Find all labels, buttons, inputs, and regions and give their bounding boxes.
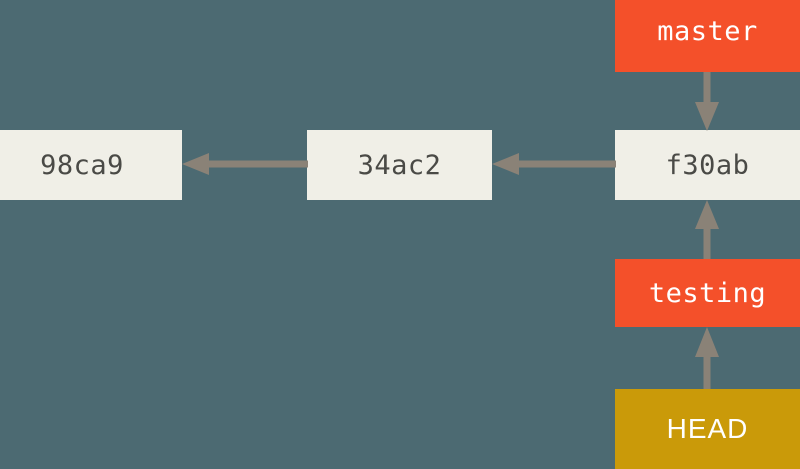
branch-label-testing: testing [648,277,767,309]
commit-node-98ca9[interactable]: 98ca9 [0,130,182,200]
arrow-master-to-f30ab [694,72,720,131]
branch-node-testing[interactable]: testing [615,259,800,327]
head-pointer-node[interactable]: HEAD [615,389,800,469]
branch-label-master: master [657,15,758,47]
commit-node-f30ab[interactable]: f30ab [615,130,800,200]
arrow-34ac2-to-98ca9 [182,152,308,176]
head-pointer-label: HEAD [666,413,749,444]
arrow-head-to-testing [694,327,720,389]
commit-node-34ac2[interactable]: 34ac2 [307,130,492,200]
commit-label-98ca9: 98ca9 [40,149,124,181]
commit-label-34ac2: 34ac2 [357,149,442,181]
commit-label-f30ab: f30ab [665,149,750,181]
branch-node-master[interactable]: master [615,0,800,72]
arrow-testing-to-f30ab [694,200,720,259]
arrow-f30ab-to-34ac2 [492,152,616,176]
